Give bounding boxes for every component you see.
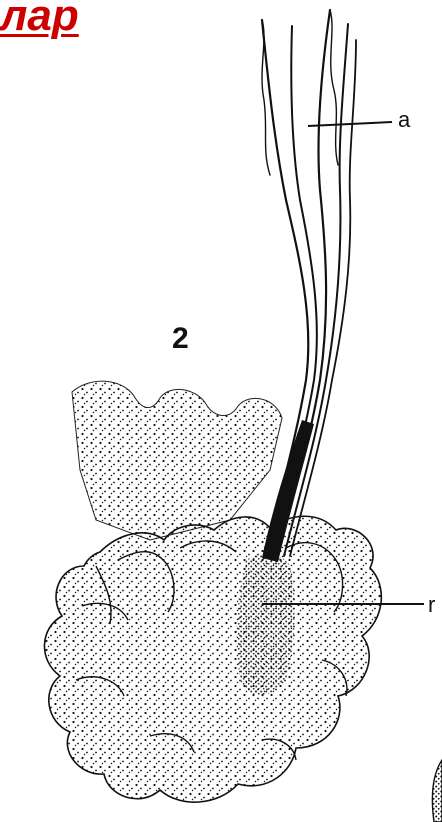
stem-bundle <box>262 10 356 556</box>
label-r: r <box>428 594 435 616</box>
thallus-center <box>237 554 295 695</box>
partial-specimen-edge <box>432 760 442 822</box>
thallus-main <box>44 516 381 802</box>
figure-number: 2 <box>172 324 189 354</box>
leader-line-a <box>308 122 392 126</box>
thallus-back-lobe <box>72 381 282 540</box>
label-a: а <box>398 109 410 131</box>
